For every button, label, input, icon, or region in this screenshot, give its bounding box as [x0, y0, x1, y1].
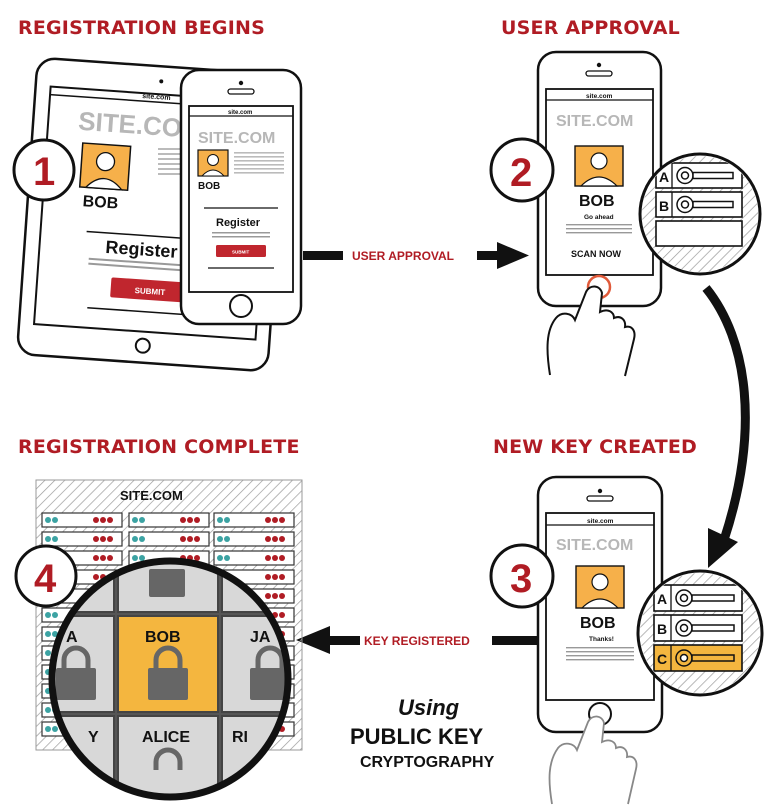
tablet-submit-button[interactable]	[110, 277, 196, 304]
heading-new-key-created: NEW KEY CREATED	[493, 436, 698, 458]
arrow-user-approval: USER APPROVAL	[303, 242, 529, 269]
arrow-key-registered-label: KEY REGISTERED	[364, 634, 470, 648]
step4-badge: 4	[14, 544, 78, 608]
tagline: Using PUBLIC KEY CRYPTOGRAPHY	[350, 695, 495, 771]
step3-number: 3	[510, 557, 532, 601]
server-unit	[213, 531, 295, 547]
phone-device-step2: site.com SITE.COM BOB Go ahead SCAN NOW	[536, 50, 663, 308]
lock-icon-right	[250, 668, 288, 700]
lock-icon-bob-shackle	[153, 645, 183, 670]
slot-c-label-step3: C	[657, 651, 667, 667]
key-store-step2: A B	[638, 152, 762, 276]
key-a-icon	[675, 589, 735, 607]
arrow-user-approval-label: USER APPROVAL	[352, 249, 454, 263]
account-left-partial: A	[66, 629, 78, 646]
tagline-line1: PUBLIC KEY	[350, 724, 484, 749]
server-unit	[213, 512, 295, 528]
hand-pointer-step3	[548, 715, 638, 805]
phone1-submit-label: SUBMIT	[232, 250, 249, 255]
phone2-subtitle: Go ahead	[584, 214, 614, 221]
tagline-script: Using	[398, 695, 460, 720]
key-c-icon	[675, 649, 735, 667]
lock-icon-left	[56, 668, 96, 700]
phone3-user-name: BOB	[580, 615, 616, 632]
heading-user-approval: USER APPROVAL	[501, 17, 680, 39]
step2-badge: 2	[489, 137, 555, 203]
phone-device-step1: site.com SITE.COM BOB Register SUBMIT	[179, 68, 303, 326]
key-b-icon	[676, 195, 734, 214]
account-bottom-left-partial: Y	[88, 729, 99, 746]
tablet-user-name: BOB	[82, 193, 119, 212]
phone2-user-name: BOB	[579, 193, 615, 210]
lock-icon-bob	[148, 668, 188, 700]
tablet-submit-label: SUBMIT	[134, 286, 165, 297]
slot-b-label-step3: B	[657, 621, 667, 637]
phone2-url: site.com	[586, 93, 613, 100]
tablet-url: site.com	[142, 93, 171, 102]
arrow-curve-to-step3	[702, 285, 750, 568]
phone1-home-button[interactable]	[229, 294, 253, 318]
step4-number: 4	[34, 557, 57, 601]
step3-badge: 3	[489, 543, 555, 609]
phone1-user-name: BOB	[198, 181, 220, 192]
magnifier: BOB A JA Y ALICE RI	[48, 557, 292, 801]
phone2-scan-now: SCAN NOW	[571, 249, 622, 259]
key-b-icon	[675, 619, 735, 637]
step1-number: 1	[33, 150, 55, 194]
arrow-key-registered: KEY REGISTERED	[296, 626, 538, 654]
account-bottom-right-partial: RI	[232, 729, 248, 746]
server-unit	[128, 531, 210, 547]
key-a-icon	[676, 166, 734, 185]
account-right-partial: JA	[250, 629, 271, 646]
tagline-line2: CRYPTOGRAPHY	[360, 754, 495, 771]
step1-badge: 1	[12, 138, 76, 202]
phone3-subtitle: Thanks!	[589, 636, 614, 643]
heading-registration-begins: REGISTRATION BEGINS	[18, 17, 265, 39]
server-unit	[128, 512, 210, 528]
account-bob: BOB	[145, 629, 181, 646]
server-unit	[41, 512, 123, 528]
key-store-step3: A B C	[636, 569, 764, 697]
lock-icon-top	[149, 569, 185, 597]
account-alice: ALICE	[142, 729, 190, 746]
phone2-logo: SITE.COM	[556, 113, 633, 130]
server-unit	[41, 531, 123, 547]
phone1-url: site.com	[228, 110, 252, 116]
server-title: SITE.COM	[120, 488, 183, 503]
step2-number: 2	[510, 151, 532, 195]
slot-a-label-step3: A	[657, 591, 667, 607]
server-unit	[213, 550, 295, 566]
phone3-logo: SITE.COM	[556, 537, 633, 554]
heading-registration-complete: REGISTRATION COMPLETE	[18, 436, 300, 458]
slot-b-label-step2: B	[659, 198, 669, 214]
phone1-logo: SITE.COM	[198, 130, 275, 147]
phone1-register-title: Register	[216, 217, 261, 229]
lock-icon-alice-shackle	[153, 747, 183, 770]
phone1-submit-button[interactable]	[216, 245, 266, 257]
hand-pointer-step2	[546, 285, 636, 377]
slot-a-label-step2: A	[659, 169, 669, 185]
phone3-url: site.com	[587, 518, 614, 525]
